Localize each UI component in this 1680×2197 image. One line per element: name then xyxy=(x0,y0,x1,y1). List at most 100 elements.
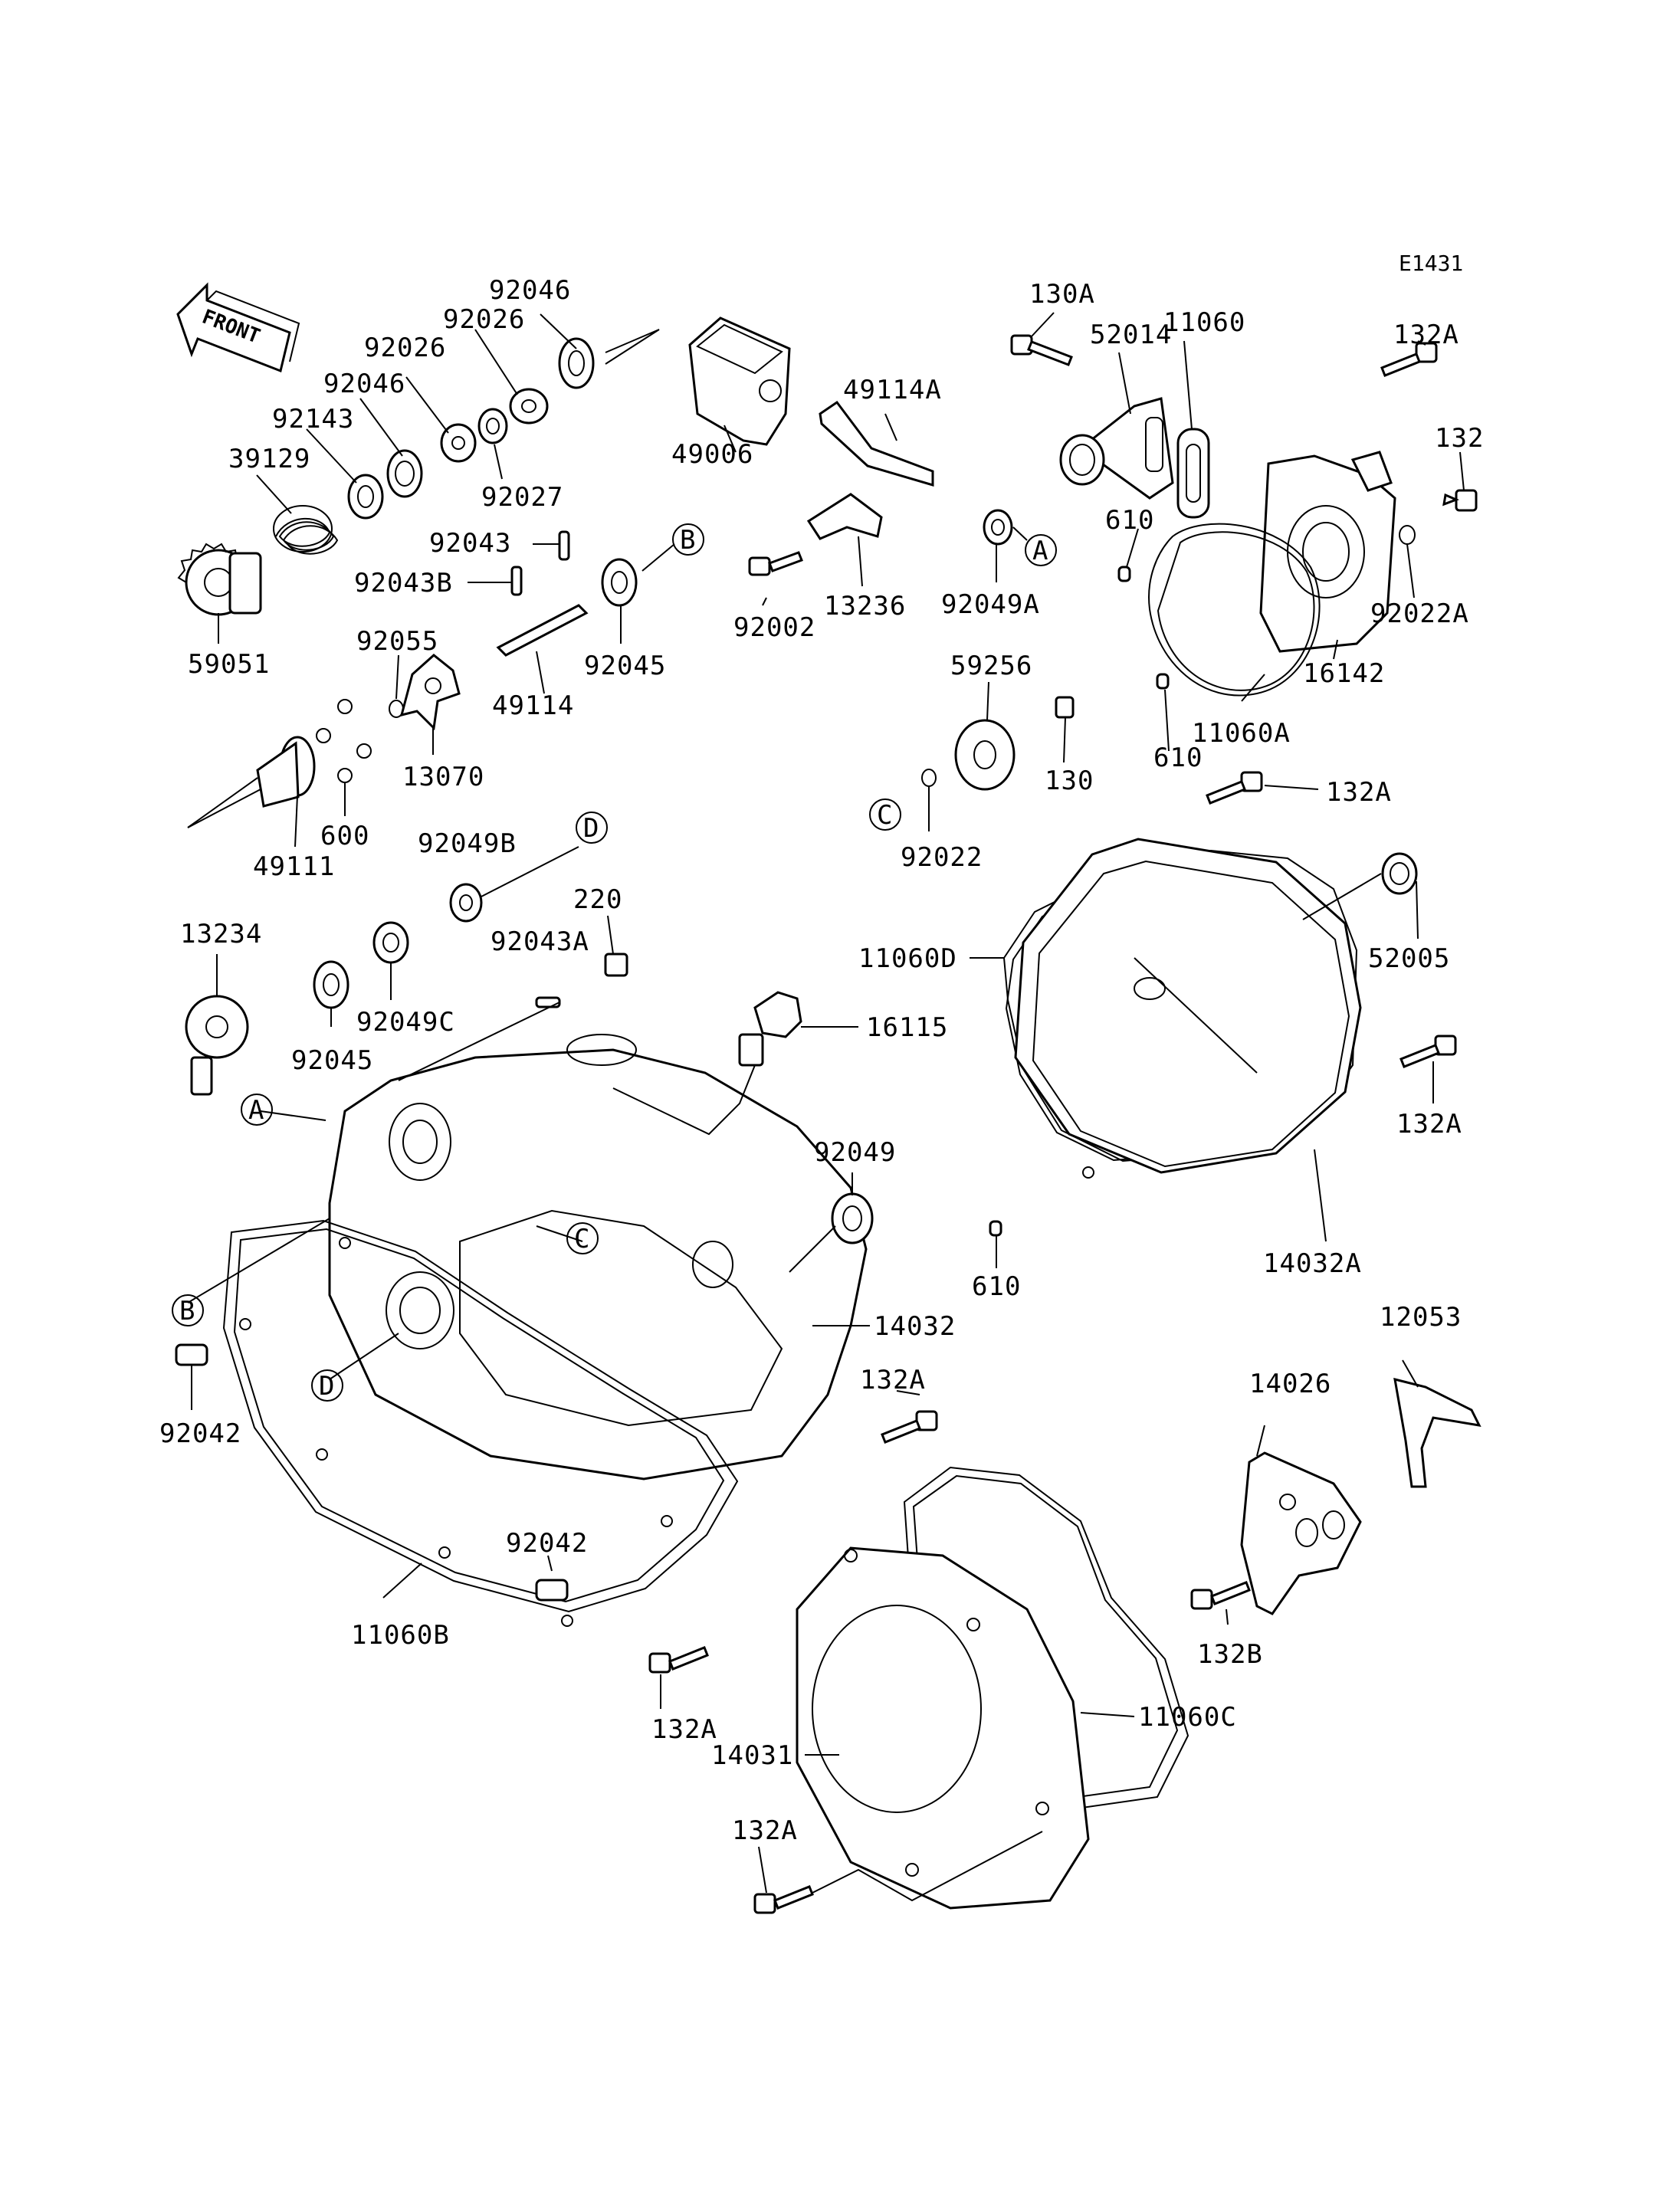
dowel-92042-lower xyxy=(535,1579,569,1602)
cover-14032a xyxy=(1014,838,1362,1174)
label-59256: 59256 xyxy=(950,651,1032,681)
label-600: 600 xyxy=(320,821,369,851)
pipe-52014 xyxy=(1059,397,1174,500)
ratchet-92046-lower xyxy=(386,449,423,498)
collar-92027 xyxy=(477,408,508,444)
label-132b: 132B xyxy=(1197,1639,1263,1670)
spring-39129 xyxy=(273,505,339,555)
label-49114a: 49114A xyxy=(843,375,942,405)
plug-220 xyxy=(604,953,628,977)
svg-text:B: B xyxy=(680,525,695,556)
label-92027: 92027 xyxy=(481,482,563,513)
bracket-12053 xyxy=(1393,1377,1481,1488)
label-92022a: 92022A xyxy=(1370,598,1469,629)
label-92042: 92042 xyxy=(159,1418,241,1449)
bearing-92049c xyxy=(372,921,409,964)
label-92049b: 92049B xyxy=(418,828,517,859)
label-132: 132 xyxy=(1435,423,1484,454)
bolt-132a-clutch-right xyxy=(1399,1035,1457,1068)
label-92046: 92046 xyxy=(489,275,571,306)
shaft-49114 xyxy=(496,604,589,657)
label-39129: 39129 xyxy=(228,444,310,474)
label-11060a: 11060A xyxy=(1192,718,1291,749)
label-49006: 49006 xyxy=(671,439,753,470)
label-52005: 52005 xyxy=(1368,943,1450,974)
ref-circle-a-lower: A xyxy=(241,1094,273,1126)
leader-lines xyxy=(187,312,1465,1902)
svg-text:D: D xyxy=(583,813,599,844)
pin-610-lower xyxy=(989,1220,1002,1237)
label-11060d: 11060D xyxy=(858,943,957,974)
bearing-92045-lower xyxy=(313,960,349,1009)
dowel-92042-left xyxy=(175,1343,208,1366)
label-92143: 92143 xyxy=(272,404,354,434)
bearing-92049a xyxy=(983,509,1013,546)
label-11060: 11060 xyxy=(1163,307,1245,338)
bolt-132a-bottom xyxy=(753,1885,814,1914)
label-92049c: 92049C xyxy=(356,1007,455,1038)
bolt-132a-clutch-top xyxy=(1206,771,1263,805)
label-49111: 49111 xyxy=(253,851,335,882)
label-14026: 14026 xyxy=(1249,1369,1331,1399)
bearing-92049 xyxy=(831,1192,874,1244)
label-92043a: 92043A xyxy=(491,926,589,957)
diagram-code: E1431 xyxy=(1399,251,1463,276)
label-49114: 49114 xyxy=(492,690,574,721)
front-arrow-icon: FRONT xyxy=(176,282,300,373)
label-132a: 132A xyxy=(1326,777,1392,808)
svg-text:C: C xyxy=(574,1224,589,1254)
label-132a: 132A xyxy=(651,1714,717,1745)
label-92043b: 92043B xyxy=(354,568,453,598)
label-220: 220 xyxy=(573,884,622,915)
bearing-92045-upper xyxy=(601,558,638,607)
bolt-132a-top xyxy=(1380,342,1438,377)
cover-16142 xyxy=(1259,451,1396,653)
pin-610-upper xyxy=(1117,566,1131,582)
ref-circle-b-upper: B xyxy=(672,523,704,556)
impeller-13070 xyxy=(399,654,461,731)
label-610: 610 xyxy=(1153,743,1203,773)
guard-14026 xyxy=(1240,1451,1362,1615)
label-92045: 92045 xyxy=(584,651,666,681)
washer-92026-lower xyxy=(440,423,477,463)
gasket-11060b xyxy=(222,1219,739,1627)
ref-circle-d-upper: D xyxy=(576,812,608,844)
label-92045: 92045 xyxy=(291,1045,373,1076)
bolt-132a-mid xyxy=(881,1410,938,1444)
label-130a: 130A xyxy=(1029,279,1095,310)
washer-92143 xyxy=(347,474,384,520)
label-132a: 132A xyxy=(860,1365,926,1395)
ratchet-92046-upper xyxy=(558,329,660,389)
svg-text:D: D xyxy=(319,1371,334,1402)
label-92043: 92043 xyxy=(429,528,511,559)
ref-circle-c-lower: C xyxy=(566,1222,599,1254)
impeller-59256 xyxy=(954,719,1016,791)
label-92026: 92026 xyxy=(364,333,446,363)
svg-text:A: A xyxy=(1032,536,1048,566)
label-132a: 132A xyxy=(1393,320,1459,350)
part-labels: 92046 92026 92026 92046 92143 39129 9202… xyxy=(159,275,1484,1846)
bolt-130 xyxy=(1055,696,1075,719)
washer-92022 xyxy=(921,769,937,787)
pin-610-mid xyxy=(1156,673,1170,690)
label-14031: 14031 xyxy=(711,1740,793,1771)
label-92049a: 92049A xyxy=(941,589,1040,620)
ref-circle-a-upper: A xyxy=(1025,534,1057,566)
label-92046: 92046 xyxy=(323,369,405,399)
bolt-132 xyxy=(1442,489,1478,512)
label-92042: 92042 xyxy=(506,1528,588,1559)
bolt-92002 xyxy=(748,551,803,576)
pin-92043b xyxy=(510,566,523,596)
label-610: 610 xyxy=(972,1271,1021,1302)
filler-cap-16115 xyxy=(738,991,802,1067)
label-11060c: 11060C xyxy=(1138,1702,1237,1733)
bolt-130a xyxy=(1010,334,1073,366)
washer-92022a xyxy=(1399,525,1416,545)
svg-text:C: C xyxy=(877,800,892,831)
label-14032: 14032 xyxy=(874,1311,956,1342)
label-11060b: 11060B xyxy=(351,1620,450,1651)
label-132a: 132A xyxy=(1396,1109,1462,1139)
label-14032a: 14032A xyxy=(1263,1248,1362,1279)
